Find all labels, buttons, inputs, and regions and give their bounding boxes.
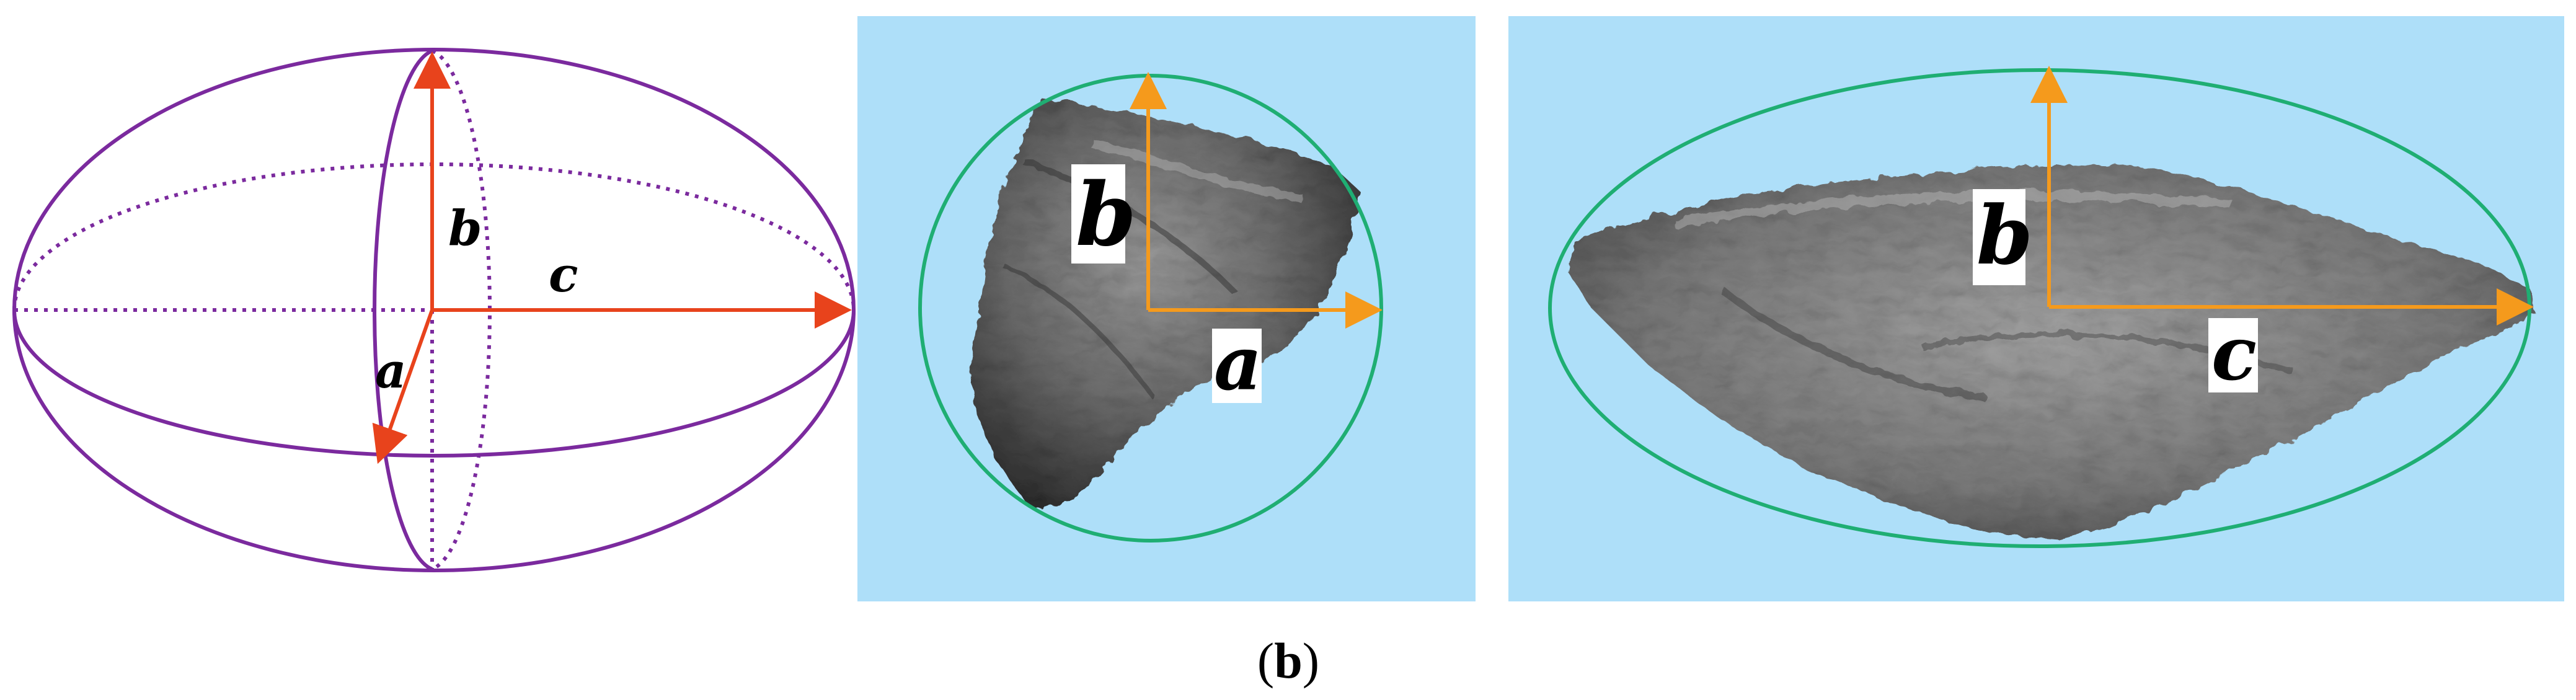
panel-ab-label-b: b xyxy=(1076,164,1136,266)
ellipsoid-label-c: c xyxy=(549,247,578,303)
rock-bc-highlight xyxy=(1673,190,2233,228)
panel-caption: (b) xyxy=(1257,632,1319,689)
axis-a-arrow xyxy=(372,309,434,464)
ellipsoid-diagram: b c a xyxy=(12,48,856,572)
panel-ab-label-a-box xyxy=(1212,329,1262,403)
panel-ab-label-b-box xyxy=(1071,164,1125,264)
rock-bc-ridge xyxy=(1721,288,1985,401)
rock-ab-ridge-2 xyxy=(1003,264,1156,399)
ellipsoid-label-a: a xyxy=(375,343,407,399)
ellipsoid-equator-front xyxy=(12,309,856,458)
caption-open-paren: ( xyxy=(1257,632,1274,689)
panel-bc-label-b-box xyxy=(1973,189,2025,285)
panel-bc-label-c: c xyxy=(2211,310,2257,397)
panel-bc-label-c-box xyxy=(2208,318,2258,392)
ellipsoid-equator-back xyxy=(12,162,856,311)
rock-ab-highlight xyxy=(1090,138,1303,203)
panel-ab-label-a: a xyxy=(1214,320,1262,407)
rock-bc-silhouette xyxy=(1569,162,2536,539)
panel-bc: b c xyxy=(1508,16,2564,601)
rock-ab-ridge xyxy=(1022,158,1236,294)
caption-letter: b xyxy=(1274,632,1303,689)
rock-ab-silhouette xyxy=(970,98,1361,510)
ellipsoid-label-b: b xyxy=(448,200,482,257)
panel-ab: b a xyxy=(857,16,1476,601)
caption-close-paren: ) xyxy=(1303,632,1319,689)
panel-bc-label-b: b xyxy=(1976,188,2033,283)
